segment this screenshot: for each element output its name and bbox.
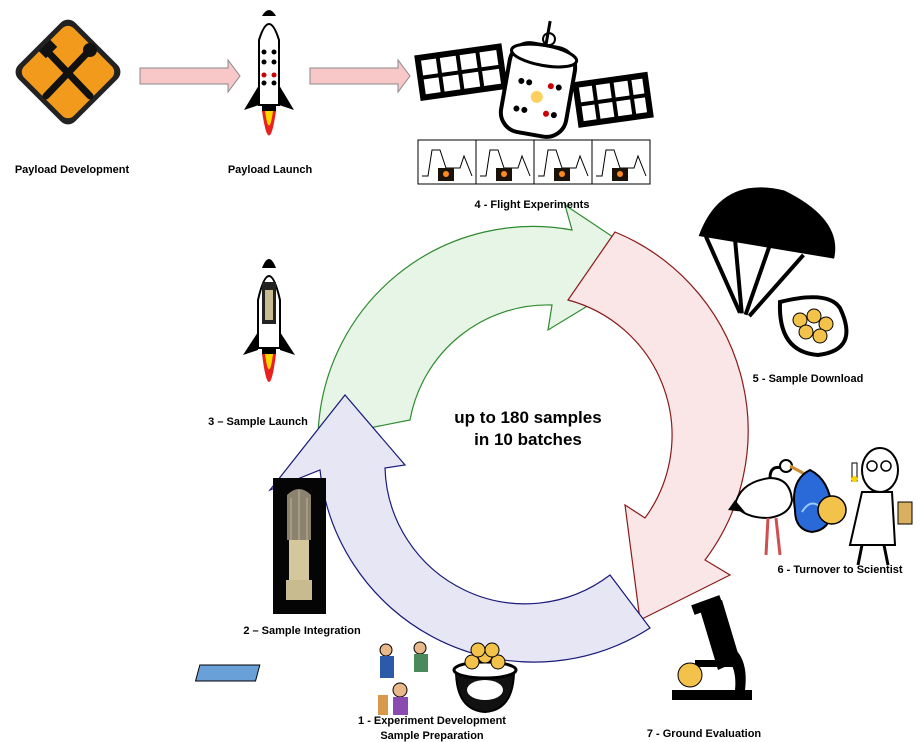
label-payload-development: Payload Development [15,164,130,176]
label-sample-launch: 3 – Sample Launch [208,416,308,428]
top-arrow-1 [139,58,241,94]
satellite-icon [414,20,654,139]
label-experiment-development: 1 - Experiment Development [358,715,506,727]
top-arrow-2 [309,58,411,94]
sample-canister-image [273,478,326,614]
center-text-line2: in 10 batches [474,430,582,449]
cycle-arrow-green [317,203,657,439]
flight-experiment-strip [417,139,651,185]
label-ground-evaluation: 7 - Ground Evaluation [647,728,762,740]
label-sample-preparation: Sample Preparation [380,730,484,742]
parachute-icon [698,187,849,358]
label-payload-launch: Payload Launch [228,164,313,176]
stork-icon [728,459,813,556]
cycle-arrow-red [567,231,749,621]
microscope-icon [672,595,752,700]
center-text-line1: up to 180 samples [454,408,601,427]
cycle-arrow-blue [268,394,651,663]
payload-rocket-icon [244,10,294,136]
label-turnover-to-scientist: 6 - Turnover to Scientist [777,564,902,576]
scientist-icon [848,447,913,566]
tools-sign-icon [15,19,121,125]
sample-rocket-icon [243,259,295,382]
baby-bundle-icon [793,468,847,534]
label-sample-integration: 2 – Sample Integration [243,625,361,637]
sample-pot-icon [452,642,518,714]
label-sample-download: 5 - Sample Download [753,373,864,385]
label-flight-experiments: 4 - Flight Experiments [475,199,590,211]
meeting-icon [194,641,428,715]
